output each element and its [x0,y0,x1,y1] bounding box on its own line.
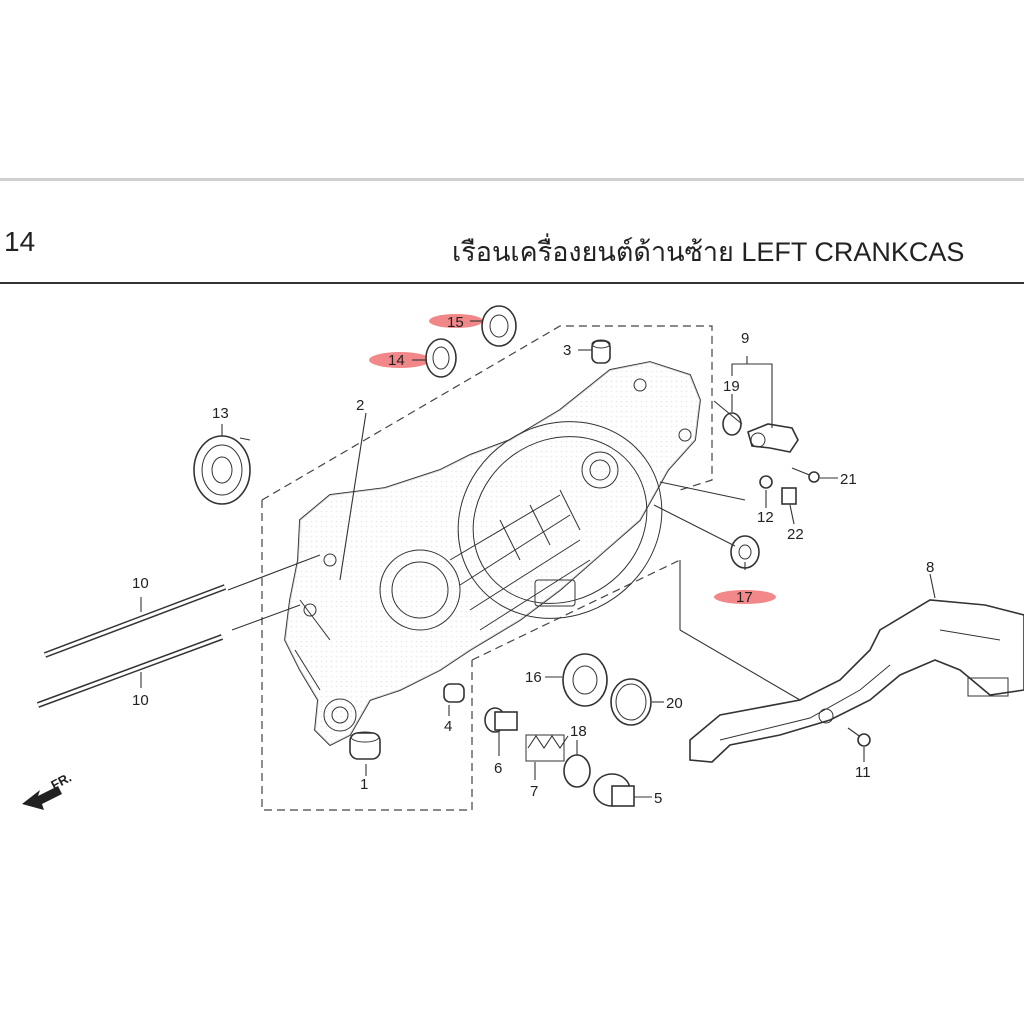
collar-1 [349,731,381,760]
circlip-20 [610,678,652,726]
callout-10-lower: 10 [132,692,149,709]
front-direction-marker: FR. [22,770,74,810]
callout-12: 12 [757,509,774,526]
callout-5: 5 [654,790,662,807]
callout-13: 13 [212,405,229,422]
callout-6: 6 [494,760,502,777]
callout-4: 4 [444,718,452,735]
blank-top-area [0,0,1024,178]
bolt-22 [781,487,797,505]
seal-17 [730,535,760,569]
stud-bolt-10-upper [43,584,227,658]
callout-18: 18 [570,723,587,740]
highlight-17 [714,590,776,604]
callout-17: 17 [736,589,753,606]
callout-1: 1 [360,776,368,793]
left-crankcase [284,361,701,747]
leader-lines [140,320,936,798]
stud-bolt-10-lower [36,634,224,708]
callout-19: 19 [723,378,740,395]
spring-7 [525,734,569,762]
callout-16: 16 [525,669,542,686]
bolt-11 [847,727,871,747]
highlight-14 [369,352,431,368]
callout-11: 11 [855,764,871,781]
plug-6 [484,707,518,733]
top-divider [0,178,1024,181]
callout-8: 8 [926,559,934,576]
bracket-8 [689,599,1024,763]
highlight-15 [429,314,483,328]
title-divider [0,282,1024,284]
callout-10-upper: 10 [132,575,149,592]
callout-20: 20 [666,695,683,712]
bolt-21 [791,467,820,483]
bearing-15 [481,305,517,347]
callout-21: 21 [840,471,857,488]
callout-2: 2 [356,397,364,414]
callout-9: 9 [741,330,749,347]
sensor-9 [747,423,799,453]
highlight-marks [369,314,776,604]
o-ring-18 [563,754,591,788]
bearing-14 [425,338,457,378]
group-outline [261,325,713,811]
callout-22: 22 [787,526,804,543]
o-ring-19 [722,412,742,436]
callout-labels: 1 2 3 4 5 6 7 8 9 10 10 11 12 13 14 15 1… [132,314,934,807]
page-number: 14 [4,226,36,257]
bushing-3 [591,339,611,364]
bearing-16 [562,653,608,707]
washer-12 [759,475,773,489]
callout-7: 7 [530,783,538,800]
callout-14: 14 [388,352,405,369]
page-title: เรือนเครื่องยนต์ด้านซ้าย LEFT CRANKCAS [452,237,965,267]
bearing-13 [193,435,251,505]
dowel-4 [443,683,465,703]
callout-3: 3 [563,342,571,359]
drain-cap-5 [593,773,635,807]
callout-15: 15 [447,314,464,331]
